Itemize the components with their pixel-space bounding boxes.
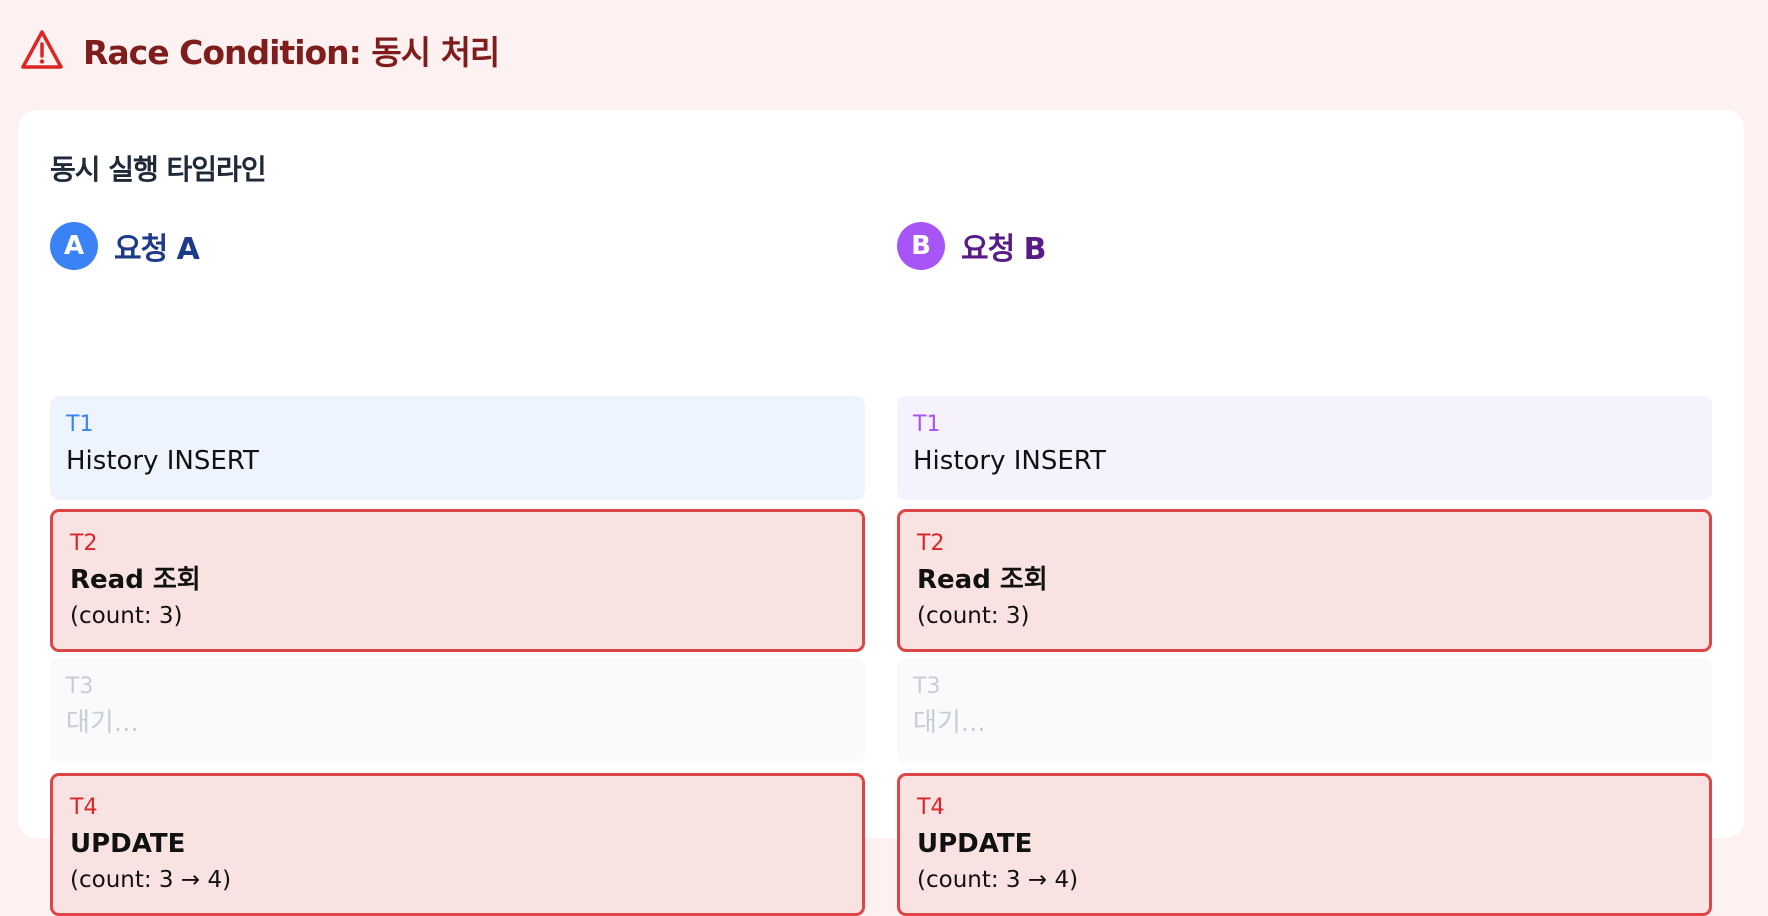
request-a-column: A 요청 A T1 History INSERT T2 Read 조회 (cou…: [50, 222, 865, 916]
step-detail: (count: 3 → 4): [70, 867, 232, 893]
step-action: 대기...: [913, 708, 986, 738]
request-a-step-t4: T4 UPDATE (count: 3 → 4): [50, 773, 865, 916]
step-time: T3: [913, 674, 941, 699]
request-b-badge: B: [897, 222, 945, 270]
step-detail: (count: 3 → 4): [917, 867, 1079, 893]
request-b-step-t4: T4 UPDATE (count: 3 → 4): [897, 773, 1712, 916]
request-a-step-t2: T2 Read 조회 (count: 3): [50, 509, 865, 652]
step-time: T4: [917, 795, 945, 820]
step-time: T4: [70, 795, 98, 820]
request-a-step-t1: T1 History INSERT: [50, 396, 865, 500]
step-action: UPDATE: [70, 829, 186, 859]
step-action: UPDATE: [917, 829, 1033, 859]
step-detail: (count: 3): [70, 603, 183, 629]
step-action: History INSERT: [66, 446, 259, 476]
request-b-step-t3: T3 대기...: [897, 658, 1712, 763]
warning-triangle-icon: [20, 29, 64, 71]
step-time: T1: [66, 412, 94, 437]
step-detail: (count: 3): [917, 603, 1030, 629]
step-time: T3: [66, 674, 94, 699]
page-title: Race Condition: 동시 처리: [83, 33, 500, 72]
step-time: T2: [70, 531, 98, 556]
step-time: T1: [913, 412, 941, 437]
request-b-header: B 요청 B: [897, 222, 1712, 270]
page-header: Race Condition: 동시 처리: [20, 27, 500, 73]
step-action: 대기...: [66, 708, 139, 738]
step-time: T2: [917, 531, 945, 556]
request-b-label: 요청 B: [961, 232, 1047, 267]
request-a-header: A 요청 A: [50, 222, 865, 270]
request-b-step-t1: T1 History INSERT: [897, 396, 1712, 500]
step-action: Read 조회: [70, 565, 201, 595]
step-action: Read 조회: [917, 565, 1048, 595]
step-action: History INSERT: [913, 446, 1106, 476]
request-b-step-t2: T2 Read 조회 (count: 3): [897, 509, 1712, 652]
panel-title: 동시 실행 타임라인: [50, 153, 267, 186]
request-b-column: B 요청 B T1 History INSERT T2 Read 조회 (cou…: [897, 222, 1712, 916]
timeline-panel: 동시 실행 타임라인 A 요청 A T1 History INSERT T2 R…: [18, 110, 1744, 916]
request-a-step-t3: T3 대기...: [50, 658, 865, 763]
request-a-badge: A: [50, 222, 98, 270]
request-a-label: 요청 A: [114, 232, 200, 267]
